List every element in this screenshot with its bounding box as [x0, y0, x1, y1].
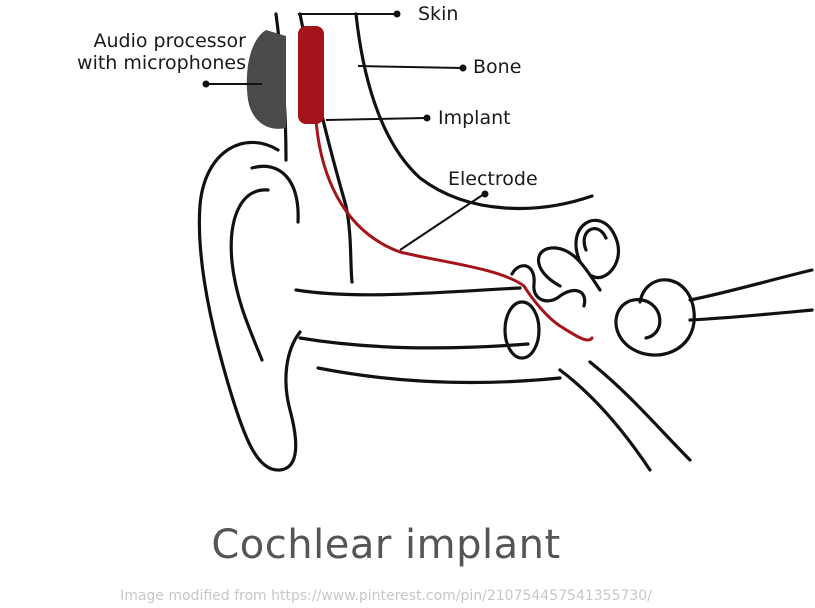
bone-leader-dot	[459, 64, 467, 72]
audio-processor-shape	[246, 30, 286, 129]
auricle-inner-fold	[229, 188, 270, 362]
ear-canal-lower	[298, 336, 530, 350]
label-skin: Skin	[418, 3, 459, 25]
label-processor-line1: Audio processor	[93, 30, 247, 52]
bone-leader	[357, 65, 463, 69]
bone-outline	[354, 12, 594, 211]
cochlea-spiral	[614, 278, 696, 357]
auricle-outline	[197, 140, 302, 472]
implant-shape	[298, 26, 324, 124]
nerve-lower	[688, 308, 814, 322]
electrode-leader	[399, 193, 485, 251]
semicircular-canal-b	[582, 227, 608, 252]
implant-leader	[325, 117, 427, 121]
skin-leader-dot	[393, 10, 401, 18]
electrode-leader-dot	[481, 190, 489, 198]
auricle-helix-fold	[250, 164, 300, 224]
semicircular-canal-a	[574, 218, 621, 280]
label-implant: Implant	[438, 107, 511, 129]
eustachian-lower	[588, 360, 692, 462]
semicircular-canal-c	[537, 246, 602, 292]
implant-leader-dot	[423, 114, 431, 122]
ear-canal-upper	[294, 286, 522, 297]
label-electrode: Electrode	[448, 168, 538, 190]
processor-leader-dot	[202, 80, 210, 88]
eustachian-upper	[558, 368, 652, 472]
electrode-wire	[314, 118, 594, 342]
eardrum	[503, 300, 541, 360]
diagram-title: Cochlear implant	[211, 522, 561, 568]
ear-canal-lower-2	[316, 366, 562, 385]
ossicles	[510, 264, 587, 308]
label-bone: Bone	[473, 56, 522, 78]
image-credit: Image modified from https://www.pinteres…	[120, 588, 652, 604]
label-processor-line2: with microphones	[77, 52, 246, 74]
nerve-upper	[688, 268, 814, 302]
